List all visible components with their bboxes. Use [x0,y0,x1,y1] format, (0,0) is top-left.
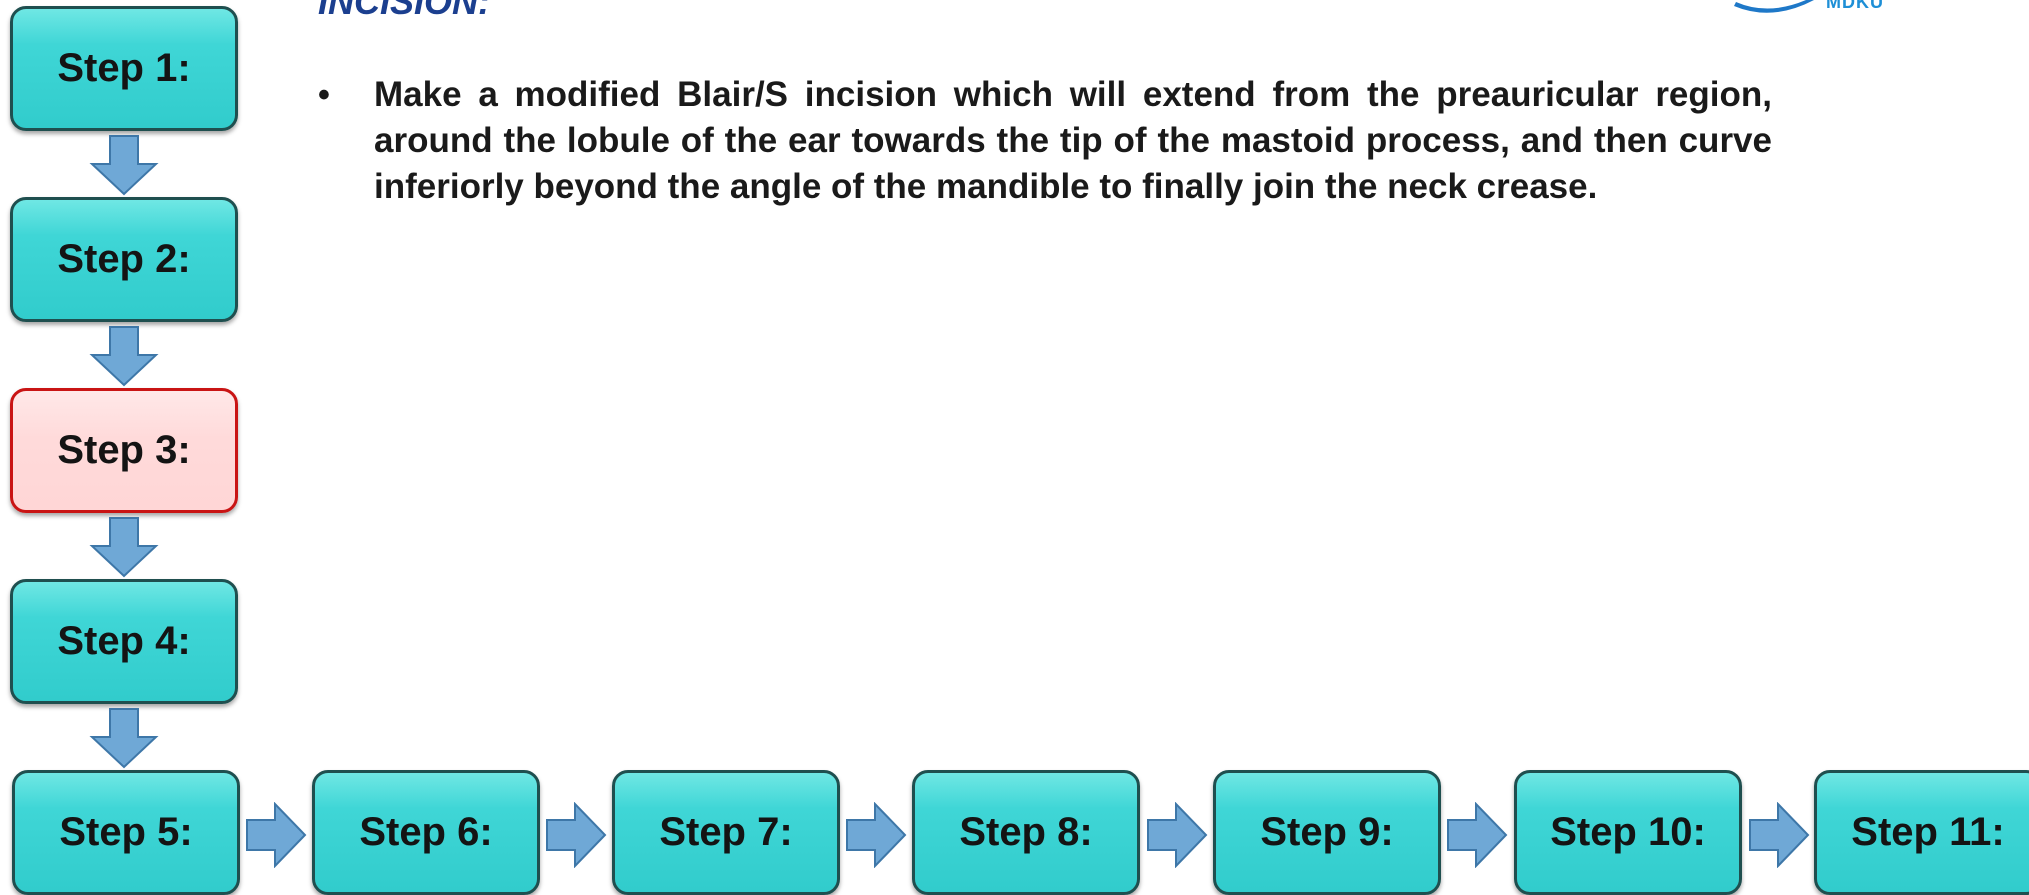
step-10-label: Step 10: [1550,810,1706,854]
step-10-box[interactable]: Step 10: [1514,770,1742,895]
step-6-label: Step 6: [359,810,493,854]
step-4-label: Step 4: [57,619,191,663]
arrow-down-icon [88,134,160,196]
step-1-box[interactable]: Step 1: [10,6,238,131]
logo-text: MDKU [1826,0,1884,12]
step-9-label: Step 9: [1260,810,1394,854]
step-4-box[interactable]: Step 4: [10,579,238,704]
step-3-box[interactable]: Step 3: [10,388,238,513]
incision-description: Make a modified Blair/S incision which w… [374,75,1772,206]
logo: MDKU [1728,0,1918,14]
step-5-label: Step 5: [59,810,193,854]
step-11-box[interactable]: Step 11: [1814,770,2029,895]
arrow-right-icon [245,802,307,868]
arrow-right-icon [545,802,607,868]
bullet-item: • Make a modified Blair/S incision which… [318,72,1772,210]
step-2-label: Step 2: [57,237,191,281]
step-8-box[interactable]: Step 8: [912,770,1140,895]
step-2-box[interactable]: Step 2: [10,197,238,322]
step-7-label: Step 7: [659,810,793,854]
step-3-label: Step 3: [57,428,191,472]
arrow-down-icon [88,325,160,387]
step-6-box[interactable]: Step 6: [312,770,540,895]
arrow-right-icon [1446,802,1508,868]
step-7-box[interactable]: Step 7: [612,770,840,895]
step-1-label: Step 1: [57,46,191,90]
step-8-label: Step 8: [959,810,1093,854]
arrow-right-icon [1146,802,1208,868]
bullet-marker: • [318,76,330,114]
step-11-label: Step 11: [1851,810,2005,854]
logo-swoosh-icon [1734,0,1814,13]
step-5-box[interactable]: Step 5: [12,770,240,895]
arrow-right-icon [845,802,907,868]
arrow-right-icon [1748,802,1810,868]
step-9-box[interactable]: Step 9: [1213,770,1441,895]
slide-heading: INCISION: [318,0,491,22]
arrow-down-icon [88,707,160,769]
arrow-down-icon [88,516,160,578]
